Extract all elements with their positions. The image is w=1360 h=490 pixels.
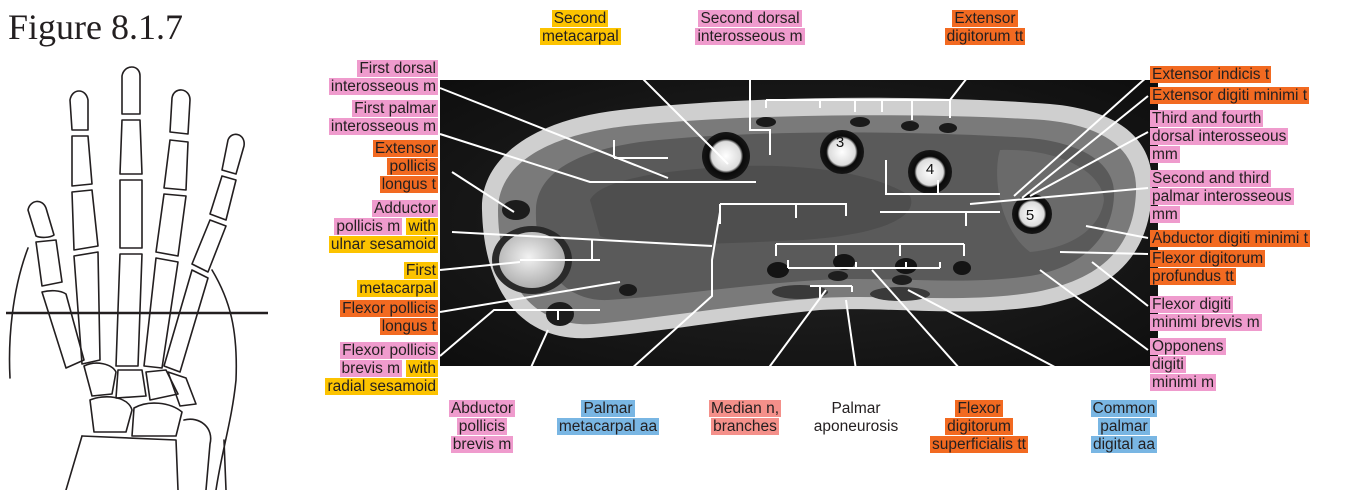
label-extensor-digiti-minimi: Extensor digiti minimi t	[1150, 87, 1360, 105]
label-median-nerve: Median n,branches	[692, 400, 798, 436]
figure-title: Figure 8.1.7	[8, 6, 183, 48]
label-extensor-indicis: Extensor indicis t	[1150, 66, 1350, 84]
mri-cross-section-image	[440, 80, 1158, 366]
metacarpal-number-3: 3	[830, 134, 850, 151]
label-abductor-digiti-minimi: Abductor digiti minimi t	[1150, 230, 1360, 248]
metacarpal-number-4: 4	[920, 161, 940, 178]
metacarpal-number-5: 5	[1020, 207, 1040, 224]
hand-skeleton-drawing	[0, 60, 280, 490]
